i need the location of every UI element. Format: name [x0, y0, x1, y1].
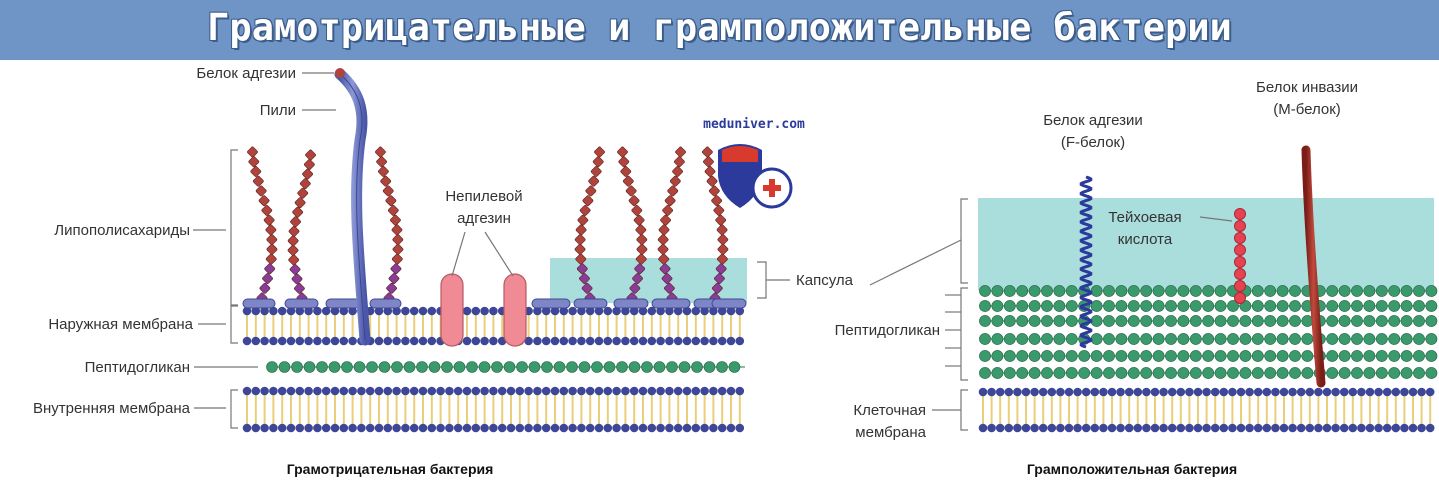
gn-surface-pads	[243, 299, 746, 308]
gp-cell-membrane	[979, 388, 1435, 433]
label-m-protein-2: (М-белок)	[1273, 101, 1341, 118]
label-teichoic-1: Тейхоевая	[1108, 209, 1181, 226]
caption-gram-negative: Грамотрицательная бактерия	[287, 461, 494, 477]
adhesion-protein-tip	[335, 68, 345, 78]
title-banner: Грамотрицательные и грамположительные ба…	[0, 0, 1439, 60]
label-capsule: Капсула	[796, 272, 854, 289]
medical-cross-shield-icon	[718, 144, 791, 208]
label-f-protein-1: Белок адгезии	[1043, 112, 1143, 129]
nonpilus-adhesin-2	[504, 274, 526, 346]
label-gp-peptidoglycan: Пептидогликан	[835, 322, 940, 339]
bacteria-diagram: Белок адгезии Пили Липополисахариды Непи…	[0, 60, 1439, 482]
label-pili: Пили	[260, 102, 296, 119]
label-outer-membrane: Наружная мембрана	[48, 316, 193, 333]
label-adhesion-protein: Белок адгезии	[196, 65, 296, 82]
gn-outer-membrane	[243, 307, 744, 346]
label-nonpilus-adhesin-2: адгезин	[457, 210, 511, 227]
label-m-protein-1: Белок инвазии	[1256, 79, 1358, 96]
page-title: Грамотрицательные и грамположительные ба…	[0, 6, 1439, 49]
label-f-protein-2: (F-белок)	[1061, 134, 1125, 151]
nonpilus-adhesin-1	[441, 274, 463, 346]
label-gn-peptidoglycan: Пептидогликан	[85, 359, 190, 376]
label-cell-membrane-1: Клеточная	[853, 402, 926, 419]
label-inner-membrane: Внутренняя мембрана	[33, 400, 191, 417]
gp-peptidoglycan	[979, 285, 1437, 378]
label-nonpilus-adhesin-1: Непилевой	[445, 188, 522, 205]
label-teichoic-2: кислота	[1118, 231, 1173, 248]
label-cell-membrane-2: мембрана	[855, 424, 926, 441]
watermark-text: meduniver.com	[703, 117, 805, 132]
gn-peptidoglycan	[267, 362, 746, 373]
label-lps: Липополисахариды	[54, 222, 190, 239]
gp-capsule	[978, 198, 1434, 290]
caption-gram-positive: Грамположительная бактерия	[1027, 461, 1237, 477]
gn-inner-membrane	[243, 387, 744, 433]
watermark: meduniver.com	[703, 117, 805, 208]
